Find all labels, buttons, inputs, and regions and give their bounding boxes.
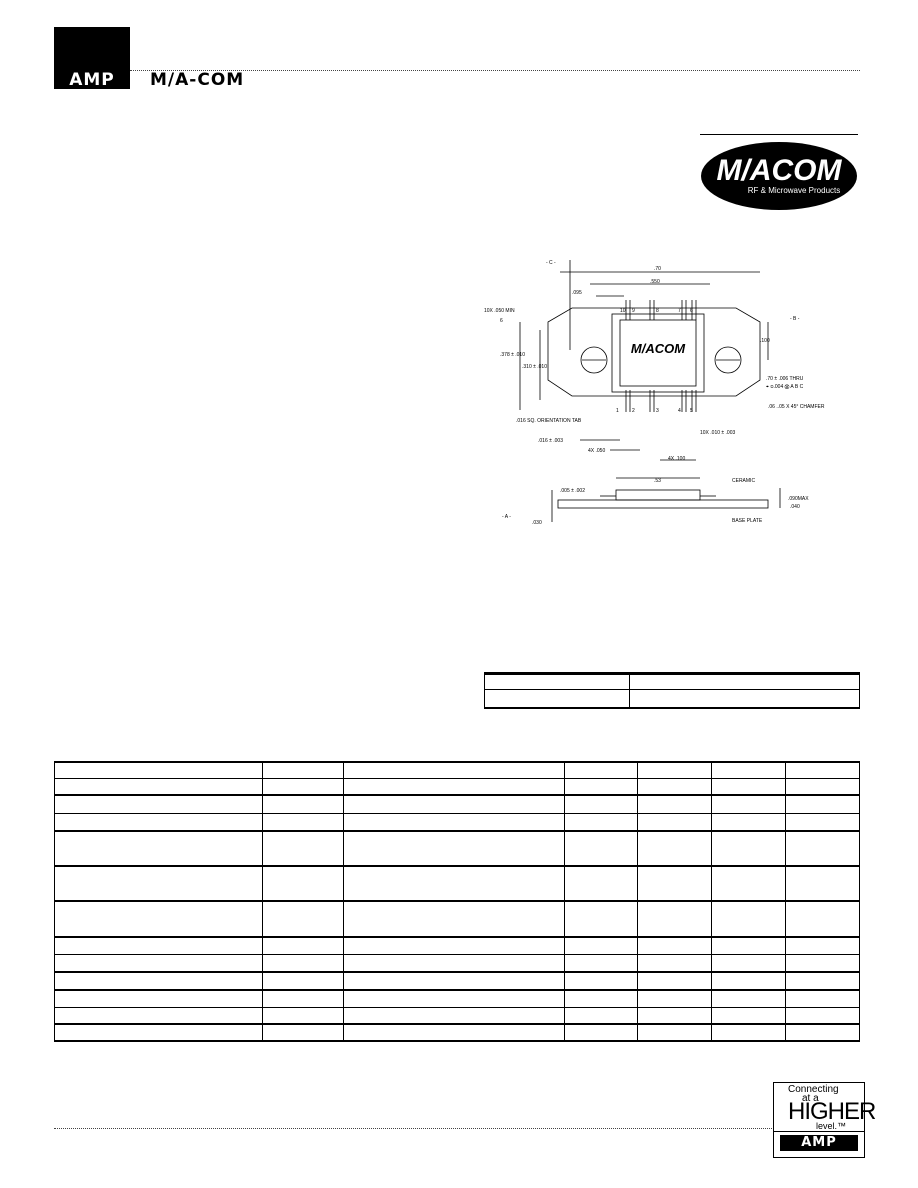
pin-10: 10 <box>620 308 626 314</box>
table-row <box>54 900 860 938</box>
dim-corner-chamfer: .06 ..05 X 45° CHAMFER <box>768 404 825 410</box>
table-row <box>54 953 860 973</box>
dim-lead-spacing: 4X .100 <box>668 456 685 462</box>
ceramic-body <box>611 313 705 393</box>
dim-height-outer: .378 ± .010 <box>500 352 525 358</box>
table-row <box>484 672 860 690</box>
pin-4: 4 <box>678 408 681 414</box>
dim-lead-6: 6 <box>500 318 503 324</box>
table-row <box>54 989 860 1008</box>
pin-6: 6 <box>690 308 693 314</box>
base-plate-label: BASE PLATE <box>732 518 763 524</box>
pin-1: 1 <box>616 408 619 414</box>
macom-oval-logo: M/ACOM RF & Microwave Products <box>701 142 857 210</box>
dim-mount-hole: .70 ± .006 THRU <box>766 376 804 382</box>
package-outline-drawing: - C - - B - - A - .70 .550 .095 10X .050… <box>484 260 825 526</box>
table-row <box>484 689 860 709</box>
dim-overall-width: .70 <box>654 266 661 272</box>
pin-5: 5 <box>690 408 693 414</box>
table-cell <box>629 689 860 709</box>
table-row <box>54 777 860 796</box>
dim-lead-thickness: 10X .010 ± .003 <box>700 430 735 436</box>
dim-hole-offset: .100 <box>760 338 770 344</box>
badge-tagline-1: Connecting <box>788 1084 839 1095</box>
dim-max-height: .090MAX <box>788 496 809 502</box>
logo-rule <box>700 134 858 135</box>
table-cell <box>484 689 630 709</box>
badge-tagline-3: HIGHER <box>788 1098 876 1125</box>
dim-flange-thickness: .040 <box>790 504 800 510</box>
datum-c-label: - C - <box>546 260 556 266</box>
table-cell <box>484 672 630 690</box>
table-row <box>54 971 860 991</box>
amp-logo-text: AMP <box>69 70 115 90</box>
table-row <box>54 830 860 867</box>
dim-seating-gap: .005 ± .002 <box>560 488 585 494</box>
badge-tagline-4: level.™ <box>816 1121 847 1131</box>
dim-height-inner: .310 ± .010 <box>522 364 547 370</box>
dim-lead-pitch: 4X .050 <box>588 448 605 454</box>
connecting-higher-level-badge: Connecting at a HIGHER level.™ AMP <box>773 1082 876 1158</box>
right-mount-hole <box>714 346 742 374</box>
pin-7: 7 <box>678 308 681 314</box>
table-row <box>54 794 860 814</box>
logo-wordmark: M/ACOM <box>717 154 843 187</box>
table-row <box>54 865 860 902</box>
table-row <box>54 936 860 955</box>
ordering-info-table <box>484 672 860 709</box>
dim-base-thickness: .030 <box>532 520 542 526</box>
pin-2: 2 <box>632 408 635 414</box>
pin-8: 8 <box>656 308 659 314</box>
table-row <box>54 812 860 832</box>
body-marking: M/ACOM <box>631 341 686 356</box>
table-cell <box>629 672 860 690</box>
side-base-plate <box>557 499 769 509</box>
amp-logo-block <box>54 27 130 89</box>
side-ceramic <box>615 489 701 501</box>
electrical-specifications-table <box>54 761 860 1042</box>
tolerance-frame: ⌖ ⌀.004 Ⓜ A B C <box>766 384 804 390</box>
flange-outline <box>547 307 761 397</box>
badge-amp-logo: AMP <box>780 1135 858 1151</box>
dim-body-length: .53 <box>654 478 661 484</box>
dim-tab-offset: .016 ± .003 <box>538 438 563 444</box>
header-divider <box>130 70 860 71</box>
badge-tagline-2: at a <box>802 1093 819 1104</box>
footer-divider <box>54 1128 774 1129</box>
logo-tagline: RF & Microwave Products <box>748 186 840 195</box>
orientation-tab-note: .016 SQ. ORIENTATION TAB <box>516 418 582 424</box>
table-row <box>54 1006 860 1025</box>
dim-lead-offset: .095 <box>572 290 582 296</box>
pin-9: 9 <box>632 308 635 314</box>
dim-lead-width: 10X .050 MIN <box>484 308 515 314</box>
datum-a-label: - A - <box>502 514 511 520</box>
body-inner <box>619 319 697 387</box>
company-name: M/A-COM <box>150 70 245 90</box>
ceramic-label: CERAMIC <box>732 478 755 484</box>
pin-3: 3 <box>656 408 659 414</box>
table-row <box>54 1023 860 1042</box>
datum-b-label: - B - <box>790 316 800 322</box>
dim-inner-width: .550 <box>650 279 660 285</box>
badge-divider <box>774 1131 864 1132</box>
left-mount-hole <box>580 346 608 374</box>
table-header-row <box>54 761 860 779</box>
